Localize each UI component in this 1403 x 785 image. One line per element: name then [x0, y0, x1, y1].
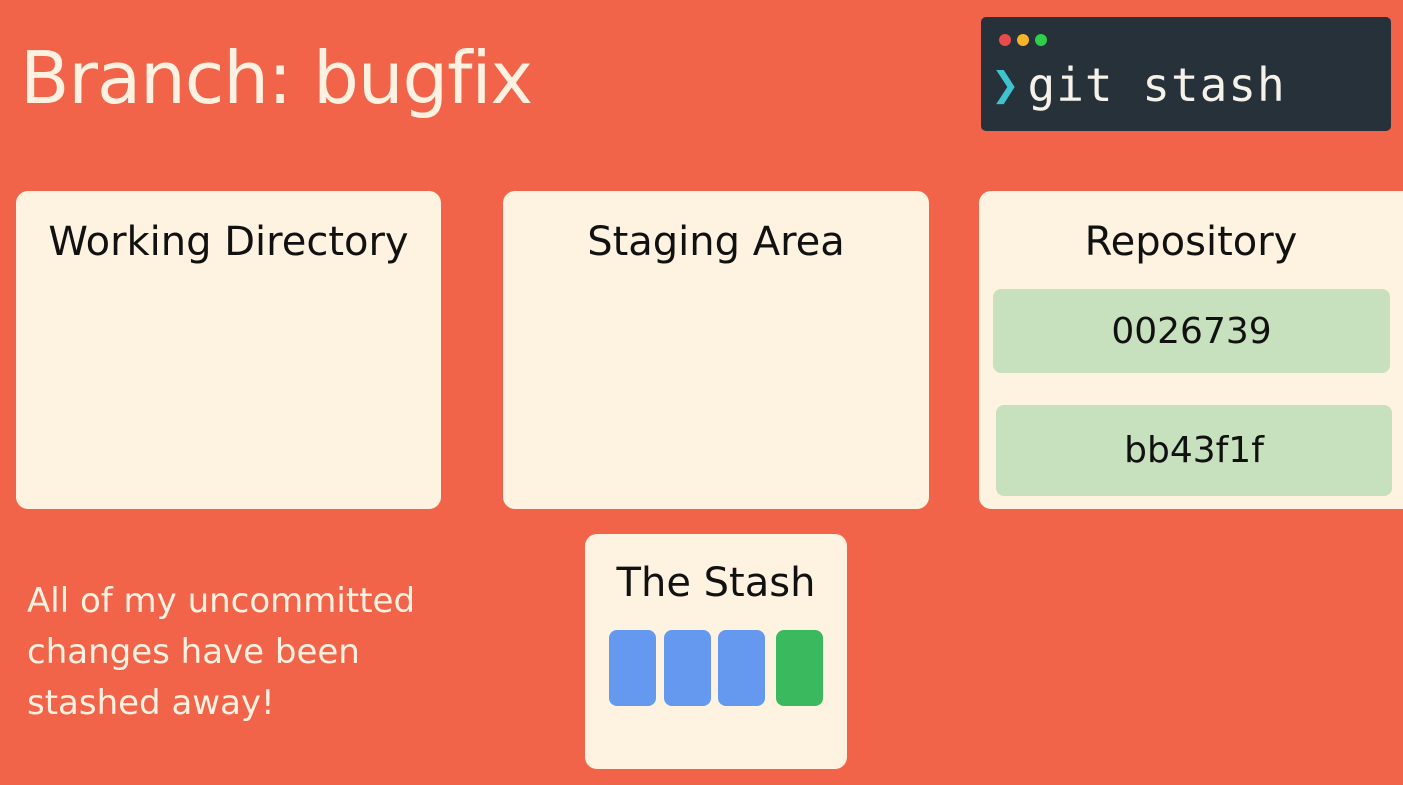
terminal-command-line: ❯ git stash	[991, 58, 1286, 112]
maximize-dot-icon	[1035, 34, 1047, 46]
repository-panel: Repository 0026739 bb43f1f	[979, 191, 1403, 509]
stash-panel: The Stash	[585, 534, 847, 769]
stash-note: All of my uncommitted changes have been …	[27, 581, 416, 723]
prompt-chevron-icon: ❯	[991, 65, 1020, 105]
working-directory-title: Working Directory	[48, 219, 409, 265]
terminal-command: git stash	[1027, 58, 1286, 112]
stash-entry-block	[609, 630, 656, 706]
commit-hash: 0026739	[1111, 310, 1272, 352]
terminal-window-controls	[999, 34, 1047, 46]
commit-bb43f1f: bb43f1f	[996, 405, 1392, 496]
working-directory-panel: Working Directory	[16, 191, 441, 509]
stash-title: The Stash	[616, 560, 816, 606]
branch-title: Branch: bugfix	[20, 36, 533, 120]
staging-area-title: Staging Area	[587, 219, 845, 265]
minimize-dot-icon	[1017, 34, 1029, 46]
commit-hash: bb43f1f	[1124, 430, 1264, 471]
staging-area-panel: Staging Area	[503, 191, 929, 509]
repository-title: Repository	[1084, 219, 1298, 265]
commit-0026739: 0026739	[993, 289, 1390, 373]
stash-entry-block	[718, 630, 765, 706]
close-dot-icon	[999, 34, 1011, 46]
stash-entry-block	[664, 630, 711, 706]
stash-entry-block	[776, 630, 823, 706]
terminal-window	[981, 17, 1391, 131]
